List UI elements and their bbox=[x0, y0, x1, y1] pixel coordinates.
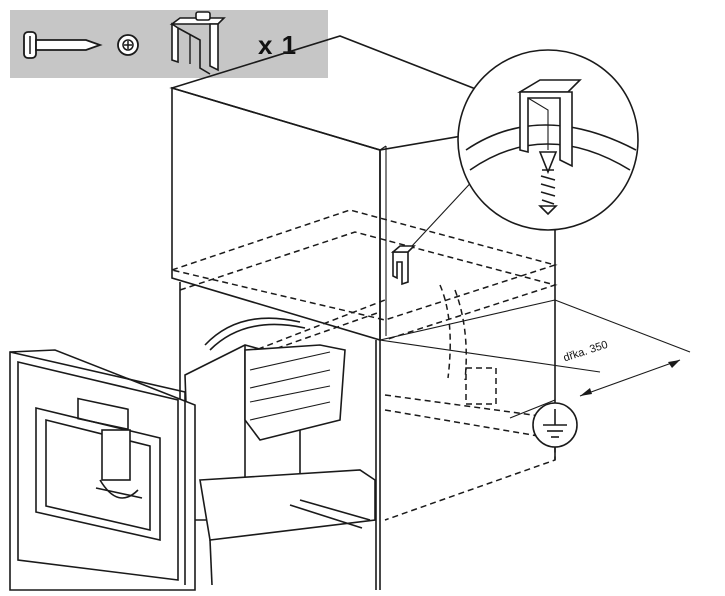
screw-icon bbox=[23, 31, 103, 59]
parts-list-panel: x 1 bbox=[10, 10, 328, 78]
appliance-body bbox=[184, 317, 346, 521]
appliance-front-panel bbox=[9, 349, 196, 591]
parts-icons bbox=[23, 11, 226, 75]
bracket-detail-callout bbox=[457, 49, 639, 231]
installed-bracket bbox=[390, 245, 416, 286]
cabinet-side bbox=[179, 150, 556, 590]
earth-ground-icon bbox=[509, 399, 578, 448]
width-dimension bbox=[379, 299, 691, 397]
mounting-bracket-icon bbox=[169, 11, 226, 75]
phillips-head-icon bbox=[117, 34, 139, 56]
cabinet-upper-door bbox=[171, 86, 387, 342]
drawer-platform bbox=[199, 469, 376, 586]
callout-leader bbox=[411, 174, 479, 247]
